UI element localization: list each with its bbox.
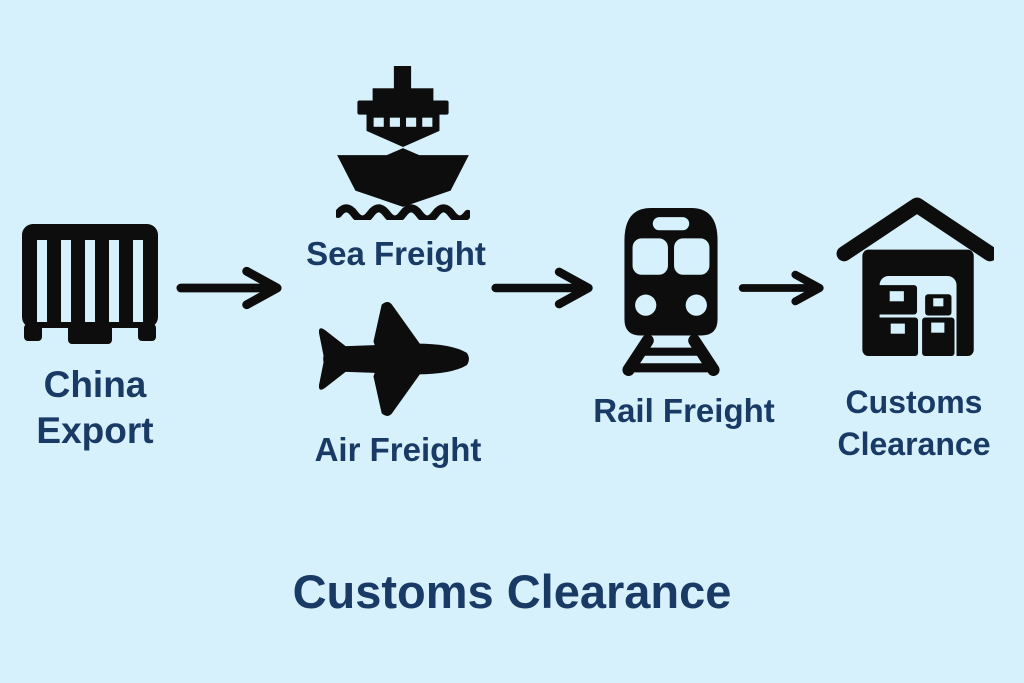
rail-freight-label: Rail Freight: [593, 392, 775, 429]
air-freight-label: Air Freight: [314, 431, 482, 468]
ship-icon: [336, 66, 470, 220]
arrow-right-icon: [490, 266, 596, 310]
arrow-right-icon: [175, 266, 285, 310]
arrow-right-icon: [738, 269, 826, 307]
china-export-label: China Export: [36, 364, 154, 452]
page-title: Customs Clearance: [292, 565, 732, 618]
sea-freight-label: Sea Freight: [306, 235, 486, 272]
plane-icon: [316, 300, 472, 418]
container-icon: [22, 224, 158, 346]
train-icon: [616, 208, 726, 380]
warehouse-icon: [834, 196, 994, 358]
customs-clearance-label: Customs Clearance: [837, 384, 991, 463]
